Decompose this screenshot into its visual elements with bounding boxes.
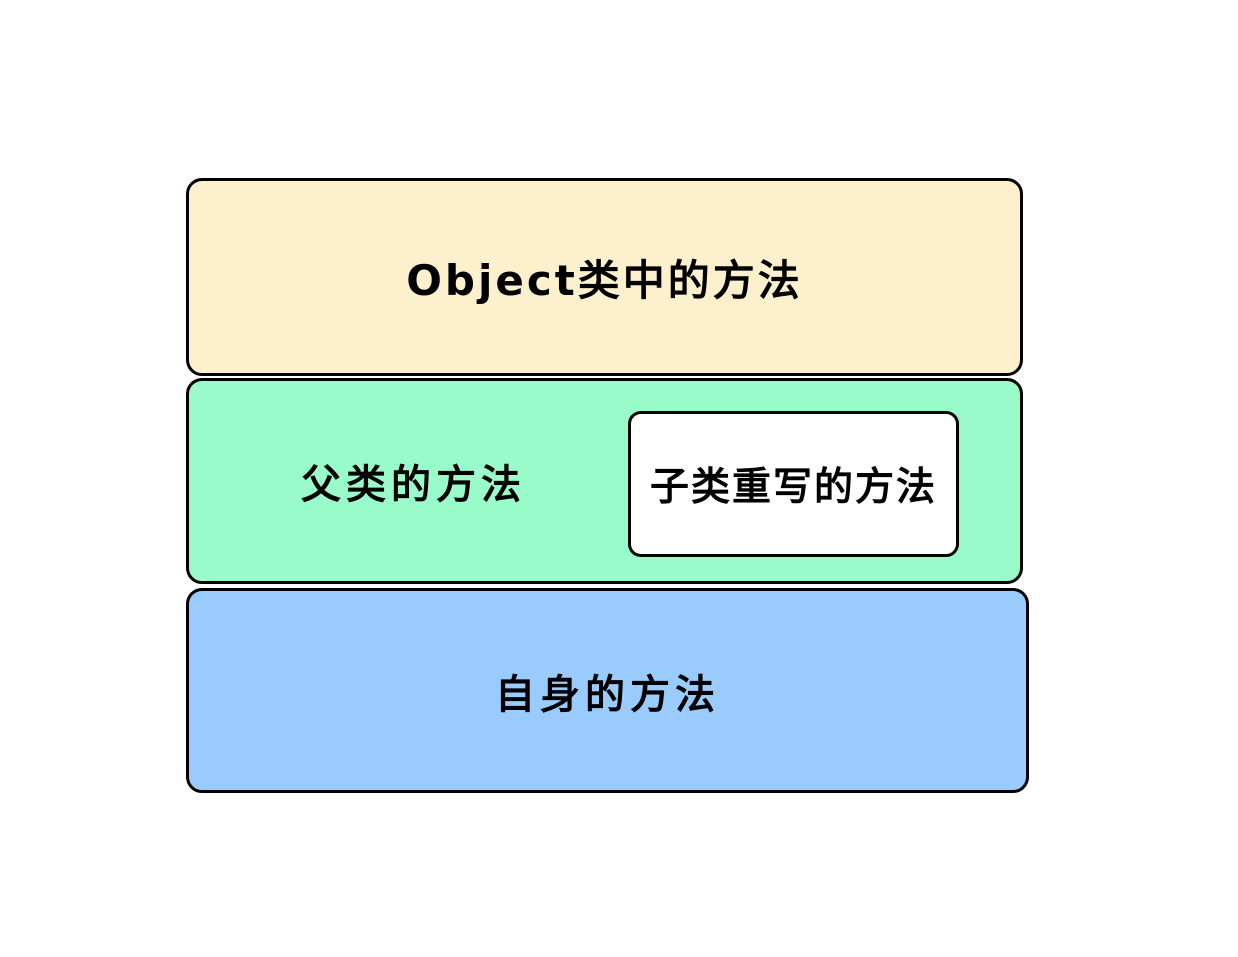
self-methods-label: 自身的方法	[495, 671, 720, 718]
subclass-override-methods-label: 子类重写的方法	[649, 465, 937, 510]
subclass-override-methods-box: 子类重写的方法	[628, 411, 959, 557]
layer-parent-methods: 父类的方法 子类重写的方法	[186, 378, 1023, 584]
object-methods-label: Object类中的方法	[406, 255, 803, 305]
layer-self-methods: 自身的方法	[186, 588, 1029, 793]
layer-object-methods: Object类中的方法	[186, 178, 1023, 376]
parent-methods-label: 父类的方法	[301, 462, 526, 508]
